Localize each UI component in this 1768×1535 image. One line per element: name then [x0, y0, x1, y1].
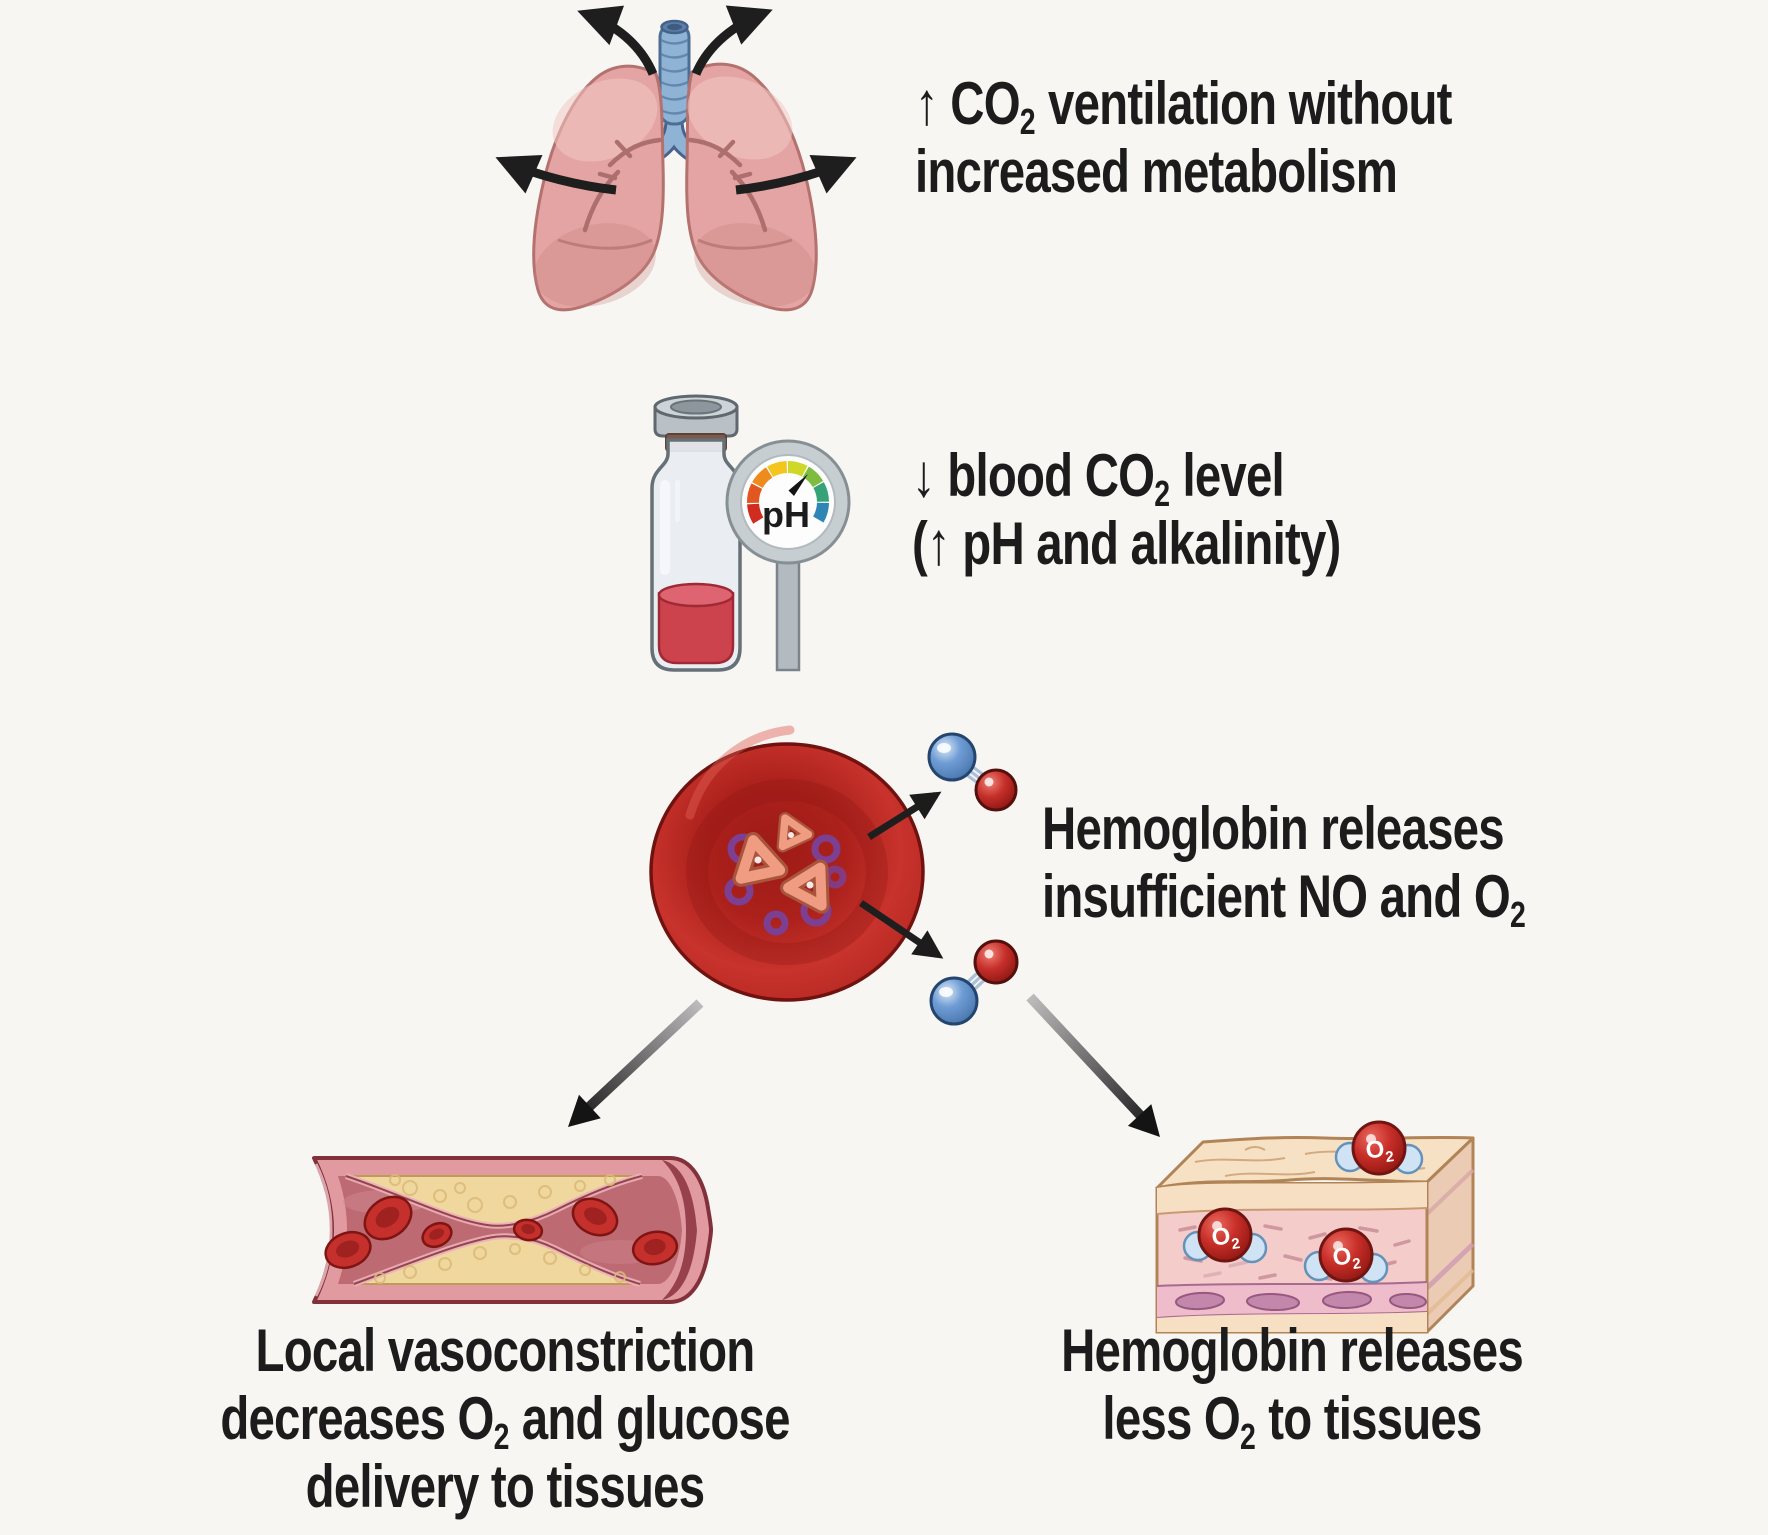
- o2-label-sub: 2: [1351, 1255, 1362, 1273]
- red-blood-cell-releasing-molecules-illustration: [649, 725, 1019, 1026]
- flow-arrow-to-tissue-icon: [1026, 993, 1160, 1137]
- ph-gauge-label: pH: [762, 494, 810, 535]
- plaque-bottom: [352, 1233, 641, 1287]
- label-hemoglobin-insufficient: Hemoglobin releases insufficient NO and …: [1042, 795, 1526, 936]
- left-airways: [582, 137, 663, 233]
- right-lung: [685, 62, 818, 312]
- release-arrow-upper-icon: [867, 791, 942, 840]
- label-blood-co2-line1: ↓ blood CO2 level: [912, 442, 1285, 515]
- o2-label: O: [1331, 1242, 1353, 1271]
- label-tissue-release-line1: Hemoglobin releases: [1061, 1317, 1524, 1384]
- vessel-cut-end: [662, 1160, 697, 1300]
- exhale-arrow-top-left-icon: [577, 5, 658, 76]
- up-arrow-glyph: ↑: [915, 70, 939, 137]
- o2-label-sub: 2: [1230, 1235, 1241, 1253]
- red-blood-cells: [324, 1195, 679, 1270]
- label-ventilation-line2: increased metabolism: [915, 138, 1398, 205]
- label-hemoglobin-line2: insufficient NO and O2: [1042, 863, 1526, 936]
- ph-gauge: pH: [725, 439, 851, 672]
- label-vasoconstriction-line2: decreases O2 and glucose: [220, 1385, 790, 1458]
- hemoglobin-cluster: [724, 812, 847, 936]
- down-arrow-glyph: ↓: [912, 442, 936, 509]
- red-blood-cell: [649, 725, 925, 1002]
- o2-label-sub: 2: [1384, 1148, 1395, 1166]
- exhale-arrow-left-icon: [495, 154, 617, 195]
- label-vasoconstriction: Local vasoconstriction decreases O2 and …: [205, 1317, 805, 1521]
- label-vasoconstriction-line3: delivery to tissues: [305, 1453, 705, 1520]
- gauge-needle-icon: [788, 474, 808, 496]
- o2-molecule-left-icon: O2: [1182, 1207, 1268, 1264]
- no-molecule-lower-icon: [929, 939, 1019, 1026]
- exhale-arrow-right-icon: [735, 154, 857, 195]
- tissue-top-face: [1155, 1135, 1475, 1190]
- label-ventilation: ↑ CO2 ventilation without increased meta…: [915, 70, 1452, 206]
- lungs-exhaling-illustration: [495, 5, 857, 312]
- right-airways: [687, 137, 768, 233]
- no-molecule-upper-icon: [927, 732, 1018, 812]
- flow-arrow-to-vessel-icon: [568, 999, 704, 1127]
- svg-text:O2: O2: [1331, 1241, 1362, 1275]
- o2-molecule-top-icon: O2: [1334, 1120, 1424, 1176]
- plaque-top: [345, 1173, 643, 1229]
- label-tissue-release: Hemoglobin releases less O2 to tissues: [1016, 1317, 1569, 1458]
- label-tissue-release-line2: less O2 to tissues: [1102, 1385, 1482, 1458]
- muscle-layer: [1156, 1281, 1428, 1319]
- up-arrow-glyph: ↑: [926, 510, 951, 577]
- o2-label: O: [1210, 1222, 1232, 1251]
- label-blood-co2: ↓ blood CO2 level (↑ pH and alkalinity): [912, 442, 1341, 578]
- ph-scale-arc: [747, 460, 829, 524]
- exhale-arrow-top-right-icon: [691, 5, 773, 76]
- constricted-blood-vessel-illustration: [312, 1156, 713, 1304]
- label-vasoconstriction-line1: Local vasoconstriction: [255, 1317, 756, 1384]
- svg-text:O2: O2: [1364, 1134, 1395, 1168]
- blood-vial-with-ph-gauge-illustration: pH: [650, 394, 851, 672]
- release-arrow-lower-icon: [859, 900, 944, 959]
- svg-text:O2: O2: [1210, 1221, 1241, 1255]
- o2-molecule-center-icon: O2: [1303, 1227, 1389, 1284]
- label-hemoglobin-line1: Hemoglobin releases: [1042, 795, 1505, 862]
- label-blood-co2-line2: (↑ pH and alkalinity): [912, 510, 1341, 577]
- tissue-block-with-oxygen-illustration: O2 O2 O2: [1155, 1120, 1475, 1334]
- blood-vial: [650, 394, 742, 672]
- o2-label: O: [1364, 1135, 1386, 1164]
- label-ventilation-line1: ↑ CO2 ventilation without: [915, 70, 1452, 143]
